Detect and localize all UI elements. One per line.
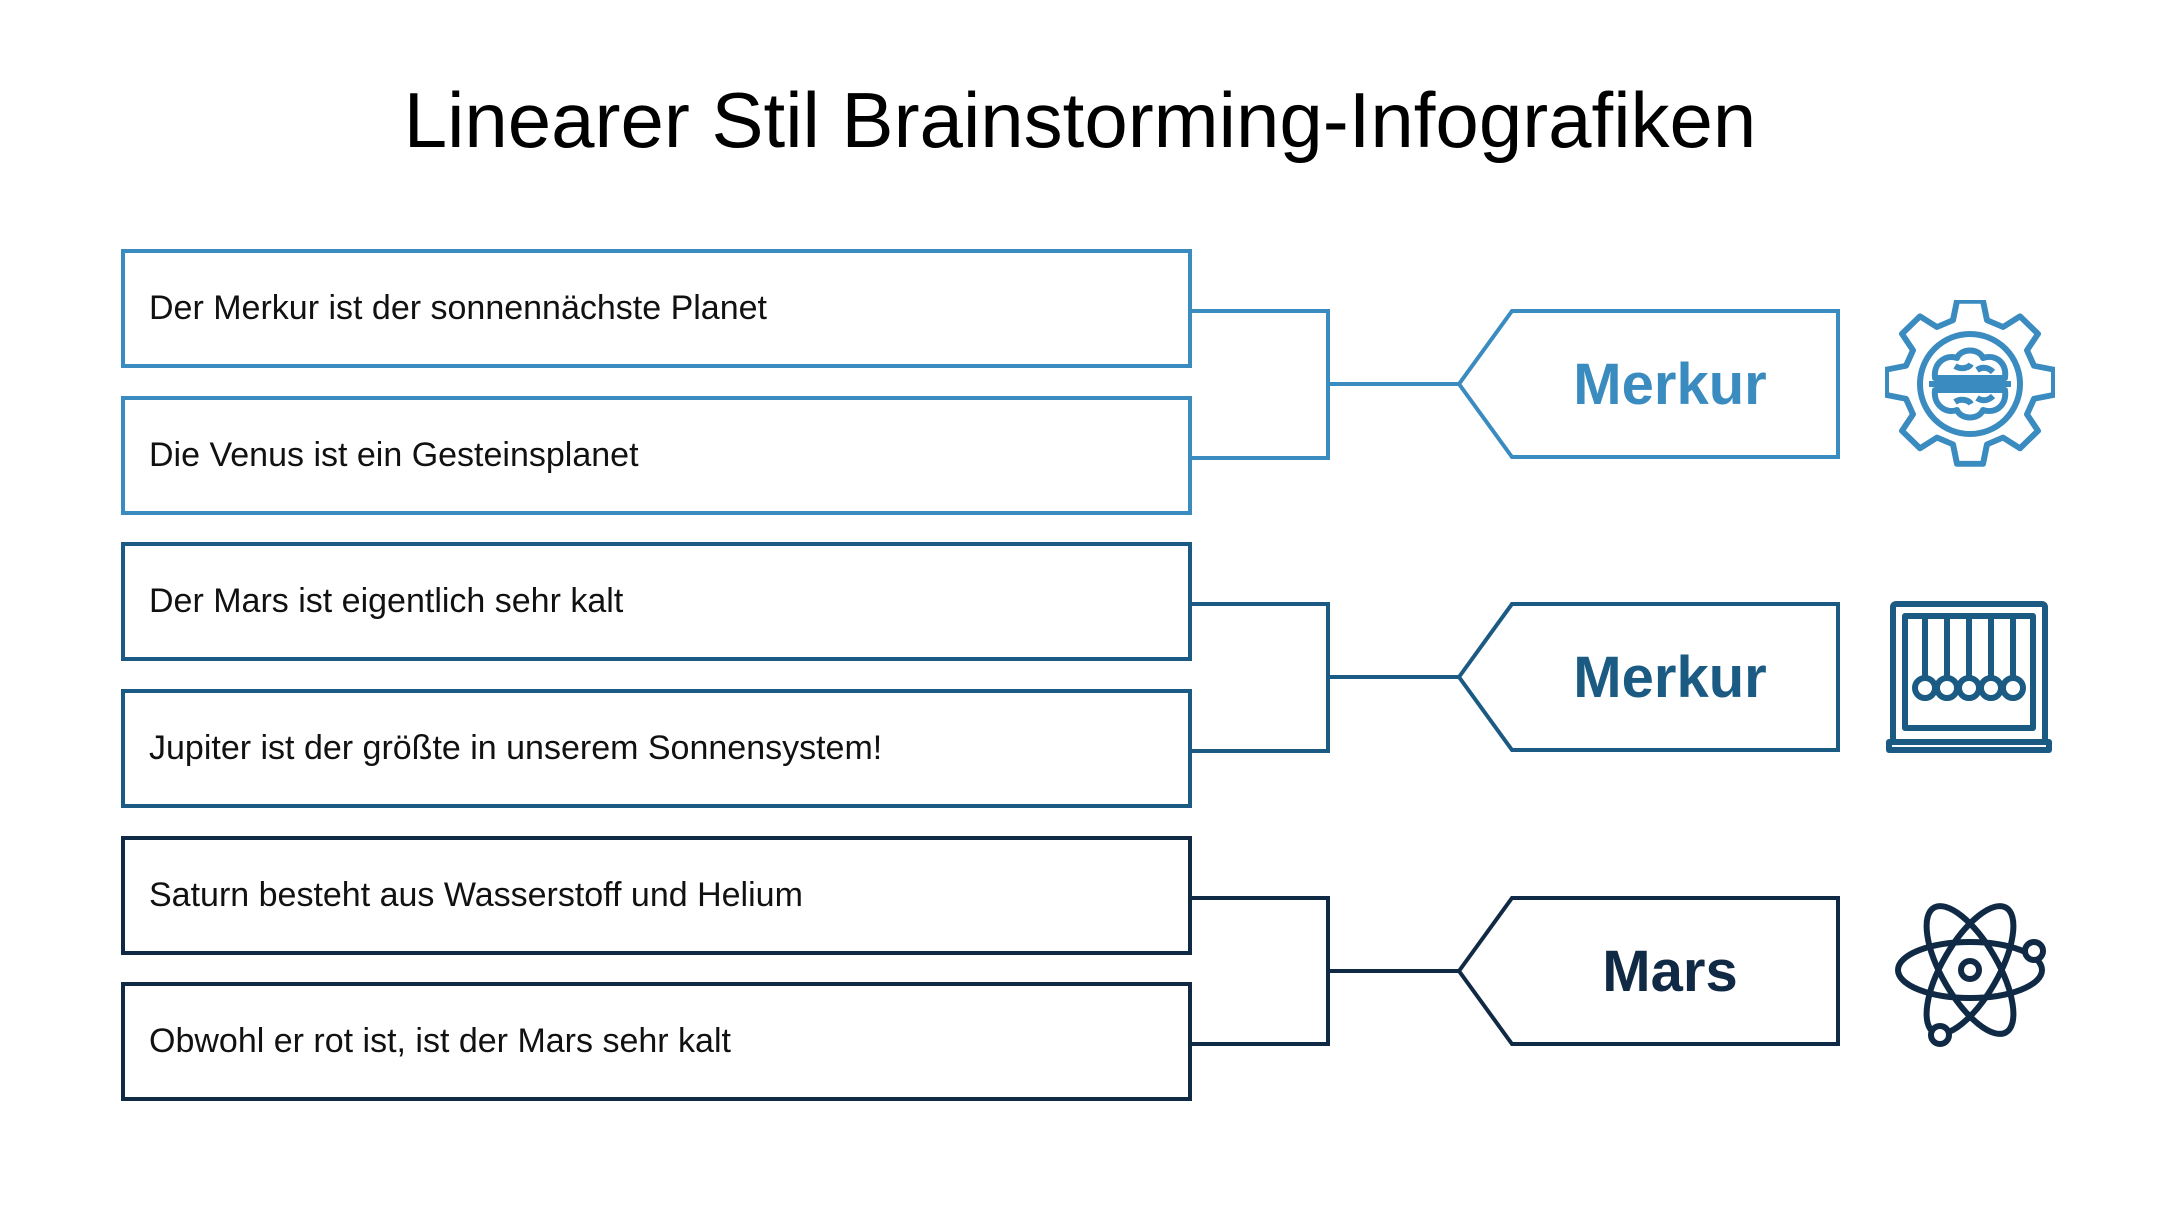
- tag-label-3: Mars: [1602, 939, 1738, 1004]
- gear-brain-icon: [1885, 300, 2055, 467]
- text-box-mars-cold: Der Mars ist eigentlich sehr kalt: [121, 542, 1192, 661]
- text-box-saturn: Saturn besteht aus Wasserstoff und Heliu…: [121, 836, 1192, 955]
- atom-icon: [1895, 903, 2046, 1047]
- text-box-merkur-2: Die Venus ist ein Gesteinsplanet: [121, 396, 1192, 515]
- text-box-jupiter: Jupiter ist der größte in unserem Sonnen…: [121, 689, 1192, 808]
- text-box-mars-red: Obwohl er rot ist, ist der Mars sehr kal…: [121, 982, 1192, 1101]
- page-title: Linearer Stil Brainstorming-Infografiken: [403, 76, 1757, 164]
- tag-label-1: Merkur: [1573, 352, 1767, 417]
- text-box-merkur-1: Der Merkur ist der sonnennächste Planet: [121, 249, 1192, 368]
- tag-label-2: Merkur: [1573, 645, 1767, 710]
- newtons-cradle-icon: [1886, 601, 2052, 753]
